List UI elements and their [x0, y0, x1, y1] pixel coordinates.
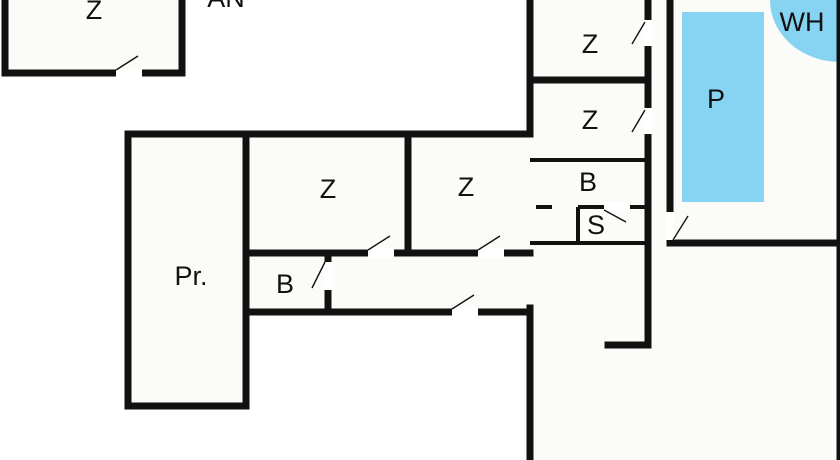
pool-basin [682, 12, 764, 202]
whirlpool-basin [770, 0, 840, 62]
bath-label-left: B [276, 269, 294, 299]
storage-label: Pr. [174, 261, 207, 291]
pool-label: P [707, 84, 725, 114]
room-label-top-right-2: Z [582, 105, 599, 135]
room-label-mid-left: Z [320, 174, 337, 204]
sauna-label: S [587, 210, 605, 240]
whirlpool-label: WH [780, 7, 825, 37]
walls-top-left-room [1, 0, 186, 77]
walls-main [124, 0, 840, 460]
room-label-top-left: Z [86, 0, 103, 25]
area-label-top: AN [207, 0, 245, 13]
bath-label-right: B [579, 167, 597, 197]
room-label-top-right-1: Z [582, 29, 599, 59]
doors [115, 20, 689, 317]
room-label-mid-center: Z [458, 172, 475, 202]
